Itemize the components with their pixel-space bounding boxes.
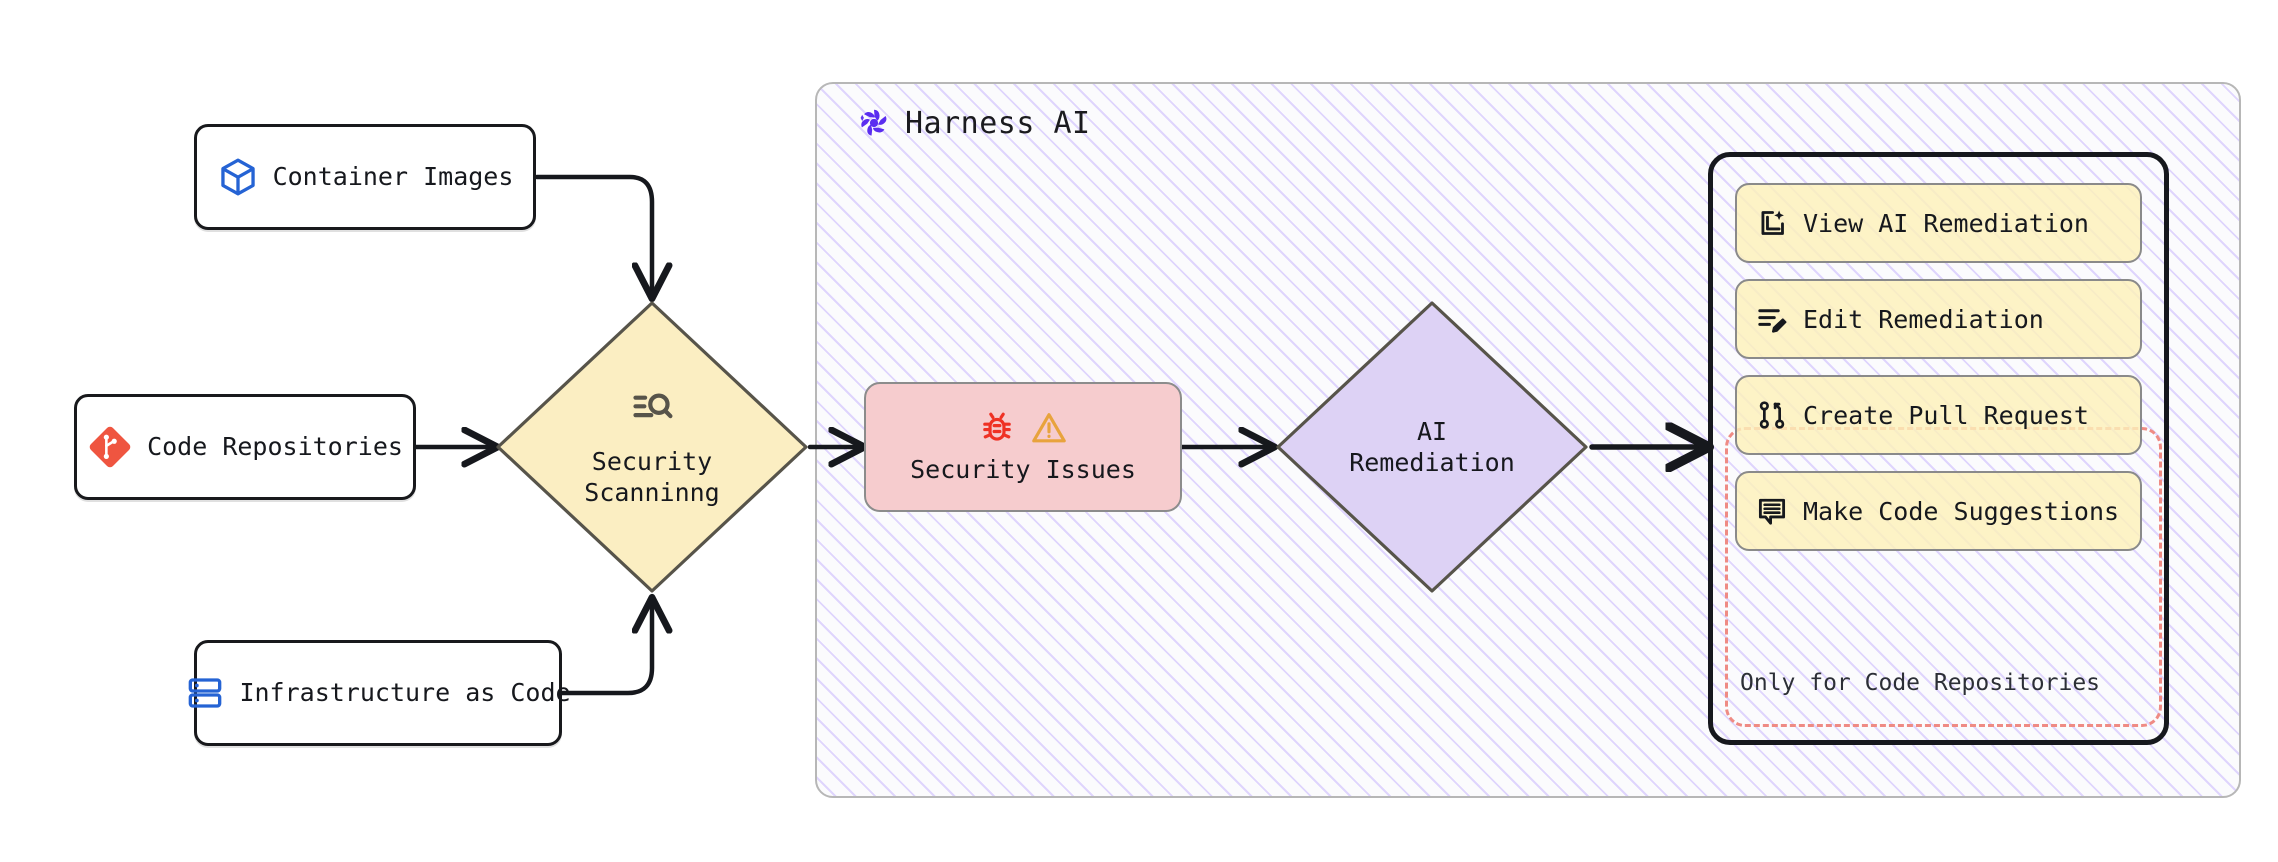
warning-triangle-icon: [1030, 409, 1068, 447]
source-node-infrastructure-as-code[interactable]: Infrastructure as Code: [189, 640, 571, 746]
server-stack-icon: [185, 673, 225, 713]
repo-only-note: Only for Code Repositories: [1740, 670, 2101, 696]
action-view-ai-remediation[interactable]: View AI Remediation: [1735, 183, 2142, 263]
edge-iac-to-scanning: [559, 600, 652, 696]
pull-request-icon: [1755, 398, 1789, 432]
source-label: Container Images: [272, 161, 514, 191]
action-create-pull-request[interactable]: Create Pull Request: [1735, 375, 2142, 455]
security-scanning-node[interactable]: Security Scanninng: [492, 297, 812, 597]
window-sparkle-icon: [1755, 206, 1789, 240]
security-issues-icons: [978, 409, 1068, 447]
comment-lines-icon: [1755, 494, 1789, 528]
bug-icon: [978, 409, 1016, 447]
action-label: Create Pull Request: [1803, 400, 2089, 430]
source-label: Infrastructure as Code: [239, 677, 571, 707]
remediation-diamond-shape: [1276, 301, 1588, 593]
container-cube-icon: [217, 156, 259, 198]
source-node-code-repositories[interactable]: Code Repositories: [74, 394, 416, 500]
git-diamond-icon: [87, 424, 133, 470]
action-make-code-suggestions[interactable]: Make Code Suggestions: [1735, 471, 2142, 551]
action-edit-remediation[interactable]: Edit Remediation: [1735, 279, 2142, 359]
action-list: View AI Remediation Edit Remediation: [1713, 157, 2164, 740]
git-icon-svg: [89, 426, 131, 468]
action-label: Make Code Suggestions: [1803, 496, 2120, 526]
source-node-container-images[interactable]: Container Images: [194, 124, 536, 230]
security-issues-label: Security Issues: [910, 454, 1136, 484]
action-label: Edit Remediation: [1803, 304, 2044, 334]
list-pencil-icon: [1755, 302, 1789, 336]
ai-remediation-node[interactable]: AI Remediation: [1272, 297, 1592, 597]
edge-container-images-to-scanning: [534, 174, 652, 296]
remediation-actions-panel: View AI Remediation Edit Remediation: [1708, 152, 2169, 745]
scanning-diamond-shape: [496, 301, 808, 593]
source-label: Code Repositories: [147, 431, 403, 461]
security-issues-node[interactable]: Security Issues: [864, 382, 1182, 512]
action-label: View AI Remediation: [1803, 208, 2089, 238]
